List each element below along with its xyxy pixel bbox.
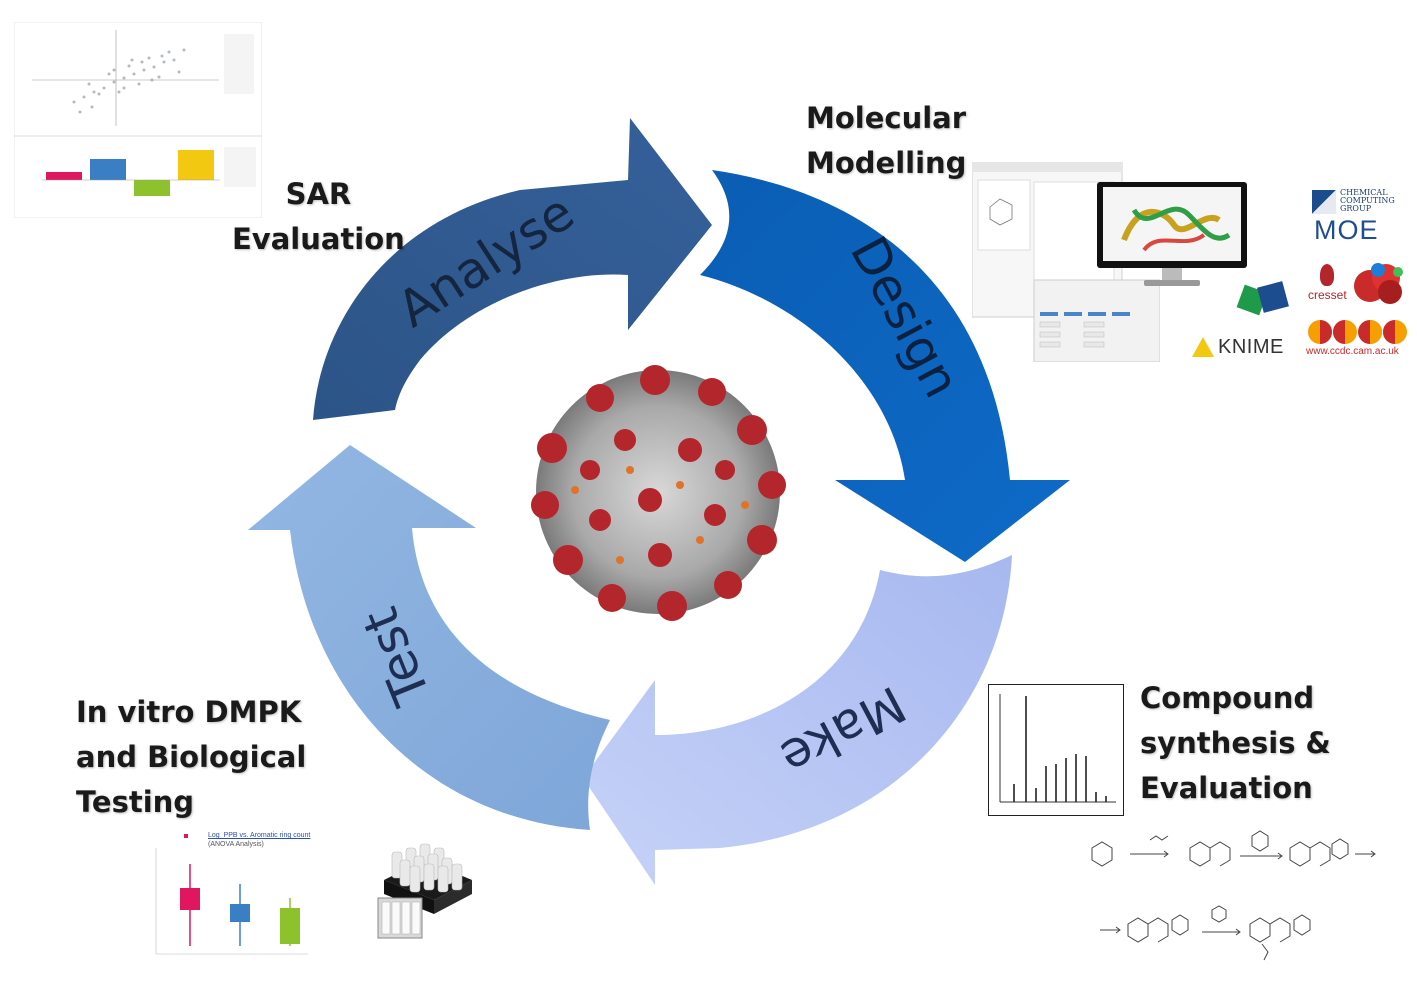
modelling-caption-line-2: Modelling [806, 146, 967, 180]
modelling-caption: Molecular Modelling [806, 96, 966, 186]
synthesis-caption: Compound synthesis & Evaluation [1140, 676, 1331, 811]
analyse-arrow [313, 118, 712, 420]
sar-charts-panel [14, 22, 262, 218]
boxplot-chart [155, 834, 308, 955]
ccg-logo-text: CHEMICAL COMPUTING GROUP [1340, 188, 1395, 213]
boxplot-panel: Log_PPB vs. Aromatic ring count (ANOVA A… [142, 826, 310, 966]
testing-caption-line-1: In vitro DMPK [76, 695, 302, 729]
make-arrow [583, 555, 1012, 885]
virus-illustration [531, 365, 786, 621]
moe-logo: MOE [1314, 215, 1379, 245]
ccg-logo: CHEMICAL COMPUTING GROUP [1312, 188, 1412, 218]
testing-caption-line-2: and Biological [76, 740, 307, 774]
synthesis-caption-line-3: Evaluation [1140, 771, 1313, 805]
ccdc-url: www.ccdc.cam.ac.uk [1306, 346, 1399, 357]
testing-caption: In vitro DMPK and Biological Testing [76, 690, 306, 825]
mass-spectrum-peaks [1013, 696, 1107, 802]
biosolveit-logo [1236, 281, 1290, 316]
ccg-emblem-icon [1312, 190, 1336, 214]
sar-caption-line-2: Evaluation [232, 222, 405, 256]
testing-caption-line-3: Testing [76, 785, 195, 819]
knime-triangle-icon [1192, 337, 1214, 357]
knime-logo-text: KNIME [1218, 336, 1284, 358]
protein-surface-image [1354, 263, 1403, 304]
synthesis-caption-line-1: Compound [1140, 681, 1315, 715]
cresset-logo: cresset [1308, 264, 1348, 306]
cresset-logo-text: cresset [1308, 288, 1347, 302]
ccdc-logo [1308, 320, 1407, 344]
monitor-protein-image [1097, 182, 1247, 286]
synthesis-caption-line-2: synthesis & [1140, 726, 1331, 760]
test-arrow [248, 445, 610, 830]
modelling-caption-line-1: Molecular [806, 101, 967, 135]
design-arrow [700, 170, 1070, 562]
cresset-flame-icon [1320, 264, 1334, 286]
sar-caption: SAR Evaluation [232, 172, 405, 262]
synthesis-scheme [1091, 830, 1376, 961]
sample-tubes-photo [377, 843, 472, 939]
sar-caption-line-1: SAR [285, 177, 352, 211]
knime-logo: KNIME [1192, 334, 1292, 360]
boxplot-title: Log_PPB vs. Aromatic ring count [208, 832, 311, 839]
scatter-points [72, 48, 186, 114]
mass-spectrum-panel [988, 684, 1124, 816]
boxplot-subtitle: (ANOVA Analysis) [208, 841, 264, 848]
